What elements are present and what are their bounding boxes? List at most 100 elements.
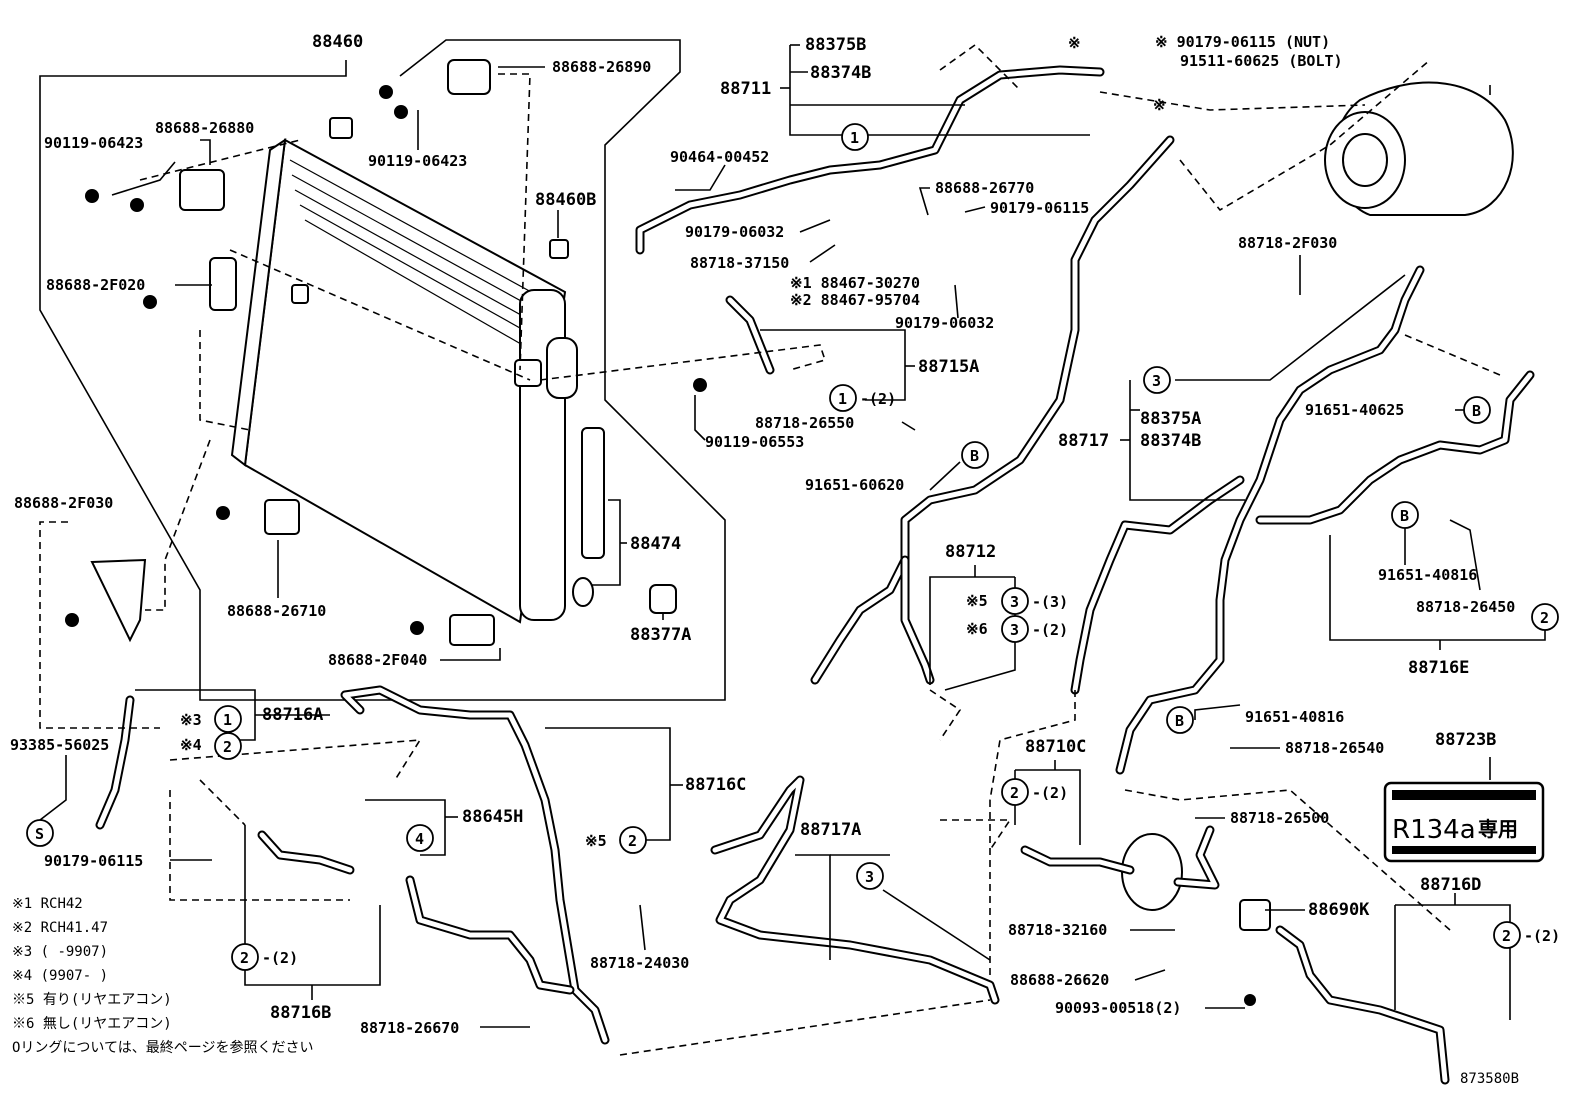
label-90119-06423-top: 90119-06423 bbox=[368, 152, 467, 170]
mark-b: ※ bbox=[1153, 96, 1166, 114]
note-1: ※1 RCH42 bbox=[12, 896, 83, 912]
label-88718-24030: 88718-24030 bbox=[590, 954, 689, 972]
label-88716A: 88716A bbox=[262, 705, 323, 725]
svg-text:※4: ※4 bbox=[180, 736, 202, 754]
svg-text:2: 2 bbox=[628, 832, 637, 850]
label-88688-2F040: 88688-2F040 bbox=[328, 651, 427, 669]
label-88460: 88460 bbox=[312, 32, 363, 52]
callout-1-88711: 1 bbox=[841, 123, 869, 151]
bracket-parts bbox=[90, 59, 677, 646]
svg-text:2: 2 bbox=[1010, 784, 1019, 802]
svg-text:2: 2 bbox=[1502, 927, 1511, 945]
svg-text:1: 1 bbox=[838, 390, 847, 408]
label-88718-26670: 88718-26670 bbox=[360, 1019, 459, 1037]
note-4: ※4 (9907- ) bbox=[12, 968, 108, 984]
label-88710C: 88710C bbox=[1025, 737, 1086, 757]
label-88688-26710: 88688-26710 bbox=[227, 602, 326, 620]
label-88715A: 88715A bbox=[918, 357, 979, 377]
plate-text: R134a bbox=[1392, 815, 1476, 845]
svg-text:3: 3 bbox=[865, 868, 874, 886]
svg-text:-(2): -(2) bbox=[1032, 621, 1068, 639]
label-88718-26450: 88718-26450 bbox=[1416, 598, 1515, 616]
label-88374B-b: 88374B bbox=[1140, 431, 1201, 451]
svg-text:2: 2 bbox=[1540, 609, 1549, 627]
label-90179-06115-left: 90179-06115 bbox=[44, 852, 143, 870]
label-88718-37150: 88718-37150 bbox=[690, 254, 789, 272]
label-88688-2F030: 88688-2F030 bbox=[14, 494, 113, 512]
label-88718-26550: 88718-26550 bbox=[755, 414, 854, 432]
label-88688-26620: 88688-26620 bbox=[1010, 971, 1109, 989]
callout-2-88716A: ※4 2 bbox=[180, 732, 242, 760]
svg-text:※3: ※3 bbox=[180, 711, 202, 729]
label-88688-26770: 88688-26770 bbox=[935, 179, 1034, 197]
label-88688-26890: 88688-26890 bbox=[552, 58, 651, 76]
label-88460B: 88460B bbox=[535, 190, 596, 210]
label-90179-06115-b: 90179-06115 bbox=[990, 199, 1089, 217]
label-88688-26880: 88688-26880 bbox=[155, 119, 254, 137]
label-88690K: 88690K bbox=[1308, 900, 1370, 920]
svg-text:1: 1 bbox=[223, 711, 232, 729]
svg-text:B: B bbox=[1175, 712, 1184, 730]
svg-text:3: 3 bbox=[1010, 621, 1019, 639]
label-88723B: 88723B bbox=[1435, 730, 1496, 750]
label-90119-06423-left: 90119-06423 bbox=[44, 134, 143, 152]
callout-2-88716D: 2-(2) bbox=[1493, 921, 1560, 949]
pipes bbox=[95, 65, 1535, 1085]
leader-lines bbox=[39, 44, 1546, 1028]
note-6: ※6 無し(リヤエアコン) bbox=[12, 1016, 172, 1032]
bolts bbox=[65, 85, 1256, 1006]
svg-text:-(2): -(2) bbox=[262, 949, 298, 967]
callout-4-88645H: 4 bbox=[406, 824, 434, 852]
label-88688-2F020: 88688-2F020 bbox=[46, 276, 145, 294]
svg-text:2: 2 bbox=[223, 738, 232, 756]
callout-S: S bbox=[26, 819, 54, 847]
svg-text:1: 1 bbox=[850, 129, 859, 147]
svg-text:B: B bbox=[970, 447, 979, 465]
callout-B-91651-60620: B bbox=[961, 441, 989, 469]
callout-2-88716E: 2 bbox=[1531, 603, 1559, 631]
callout-B-40625: B bbox=[1463, 396, 1491, 424]
callout-B-40816a: B bbox=[1166, 706, 1194, 734]
label-90464-00452: 90464-00452 bbox=[670, 148, 769, 166]
svg-text:※6: ※6 bbox=[966, 620, 988, 638]
label-bolt: 91511-60625 (BOLT) bbox=[1180, 52, 1343, 70]
diagram-id: 873580B bbox=[1460, 1071, 1519, 1087]
svg-text:4: 4 bbox=[415, 830, 424, 848]
note-2: ※2 RCH41.47 bbox=[12, 920, 108, 936]
svg-text:S: S bbox=[35, 825, 44, 843]
label-88474: 88474 bbox=[630, 534, 681, 554]
callout-B-40816b: B bbox=[1391, 501, 1419, 529]
label-88716D: 88716D bbox=[1420, 875, 1481, 895]
label-91651-40625: 91651-40625 bbox=[1305, 401, 1404, 419]
callout-3-88717A: 3 bbox=[856, 862, 884, 890]
condenser-group-outline bbox=[39, 39, 726, 701]
label-88718-26500: 88718-26500 bbox=[1230, 809, 1329, 827]
dashed-relations bbox=[39, 43, 1501, 1056]
label-88716B: 88716B bbox=[270, 1003, 331, 1023]
svg-text:B: B bbox=[1472, 402, 1481, 420]
label-91651-40816-a: 91651-40816 bbox=[1245, 708, 1344, 726]
svg-text:3: 3 bbox=[1010, 593, 1019, 611]
compressor bbox=[1324, 81, 1514, 216]
note-5: ※5 有り(リヤエアコン) bbox=[12, 992, 172, 1008]
label-88374B: 88374B bbox=[810, 63, 871, 83]
svg-text:-(2): -(2) bbox=[1032, 784, 1068, 802]
label-90179-06032-a: 90179-06032 bbox=[685, 223, 784, 241]
label-88645H: 88645H bbox=[462, 807, 523, 827]
label-88717: 88717 bbox=[1058, 431, 1109, 451]
svg-text:2: 2 bbox=[240, 949, 249, 967]
label-88375B: 88375B bbox=[805, 35, 866, 55]
plate-jp: 専用 bbox=[1478, 817, 1518, 841]
label-88717A: 88717A bbox=[800, 820, 861, 840]
part-labels: 88460 88688-26890 90119-06423 88688-2688… bbox=[10, 32, 1519, 1087]
label-88711: 88711 bbox=[720, 79, 771, 99]
label-93385-56025: 93385-56025 bbox=[10, 736, 109, 754]
label-90119-06553: 90119-06553 bbox=[705, 433, 804, 451]
callout-3-88712-b: ※6 3 -(2) bbox=[966, 615, 1068, 643]
footnotes: ※1 RCH42 ※2 RCH41.47 ※3 ( -9907) ※4 (990… bbox=[12, 896, 313, 1056]
label-91651-60620: 91651-60620 bbox=[805, 476, 904, 494]
